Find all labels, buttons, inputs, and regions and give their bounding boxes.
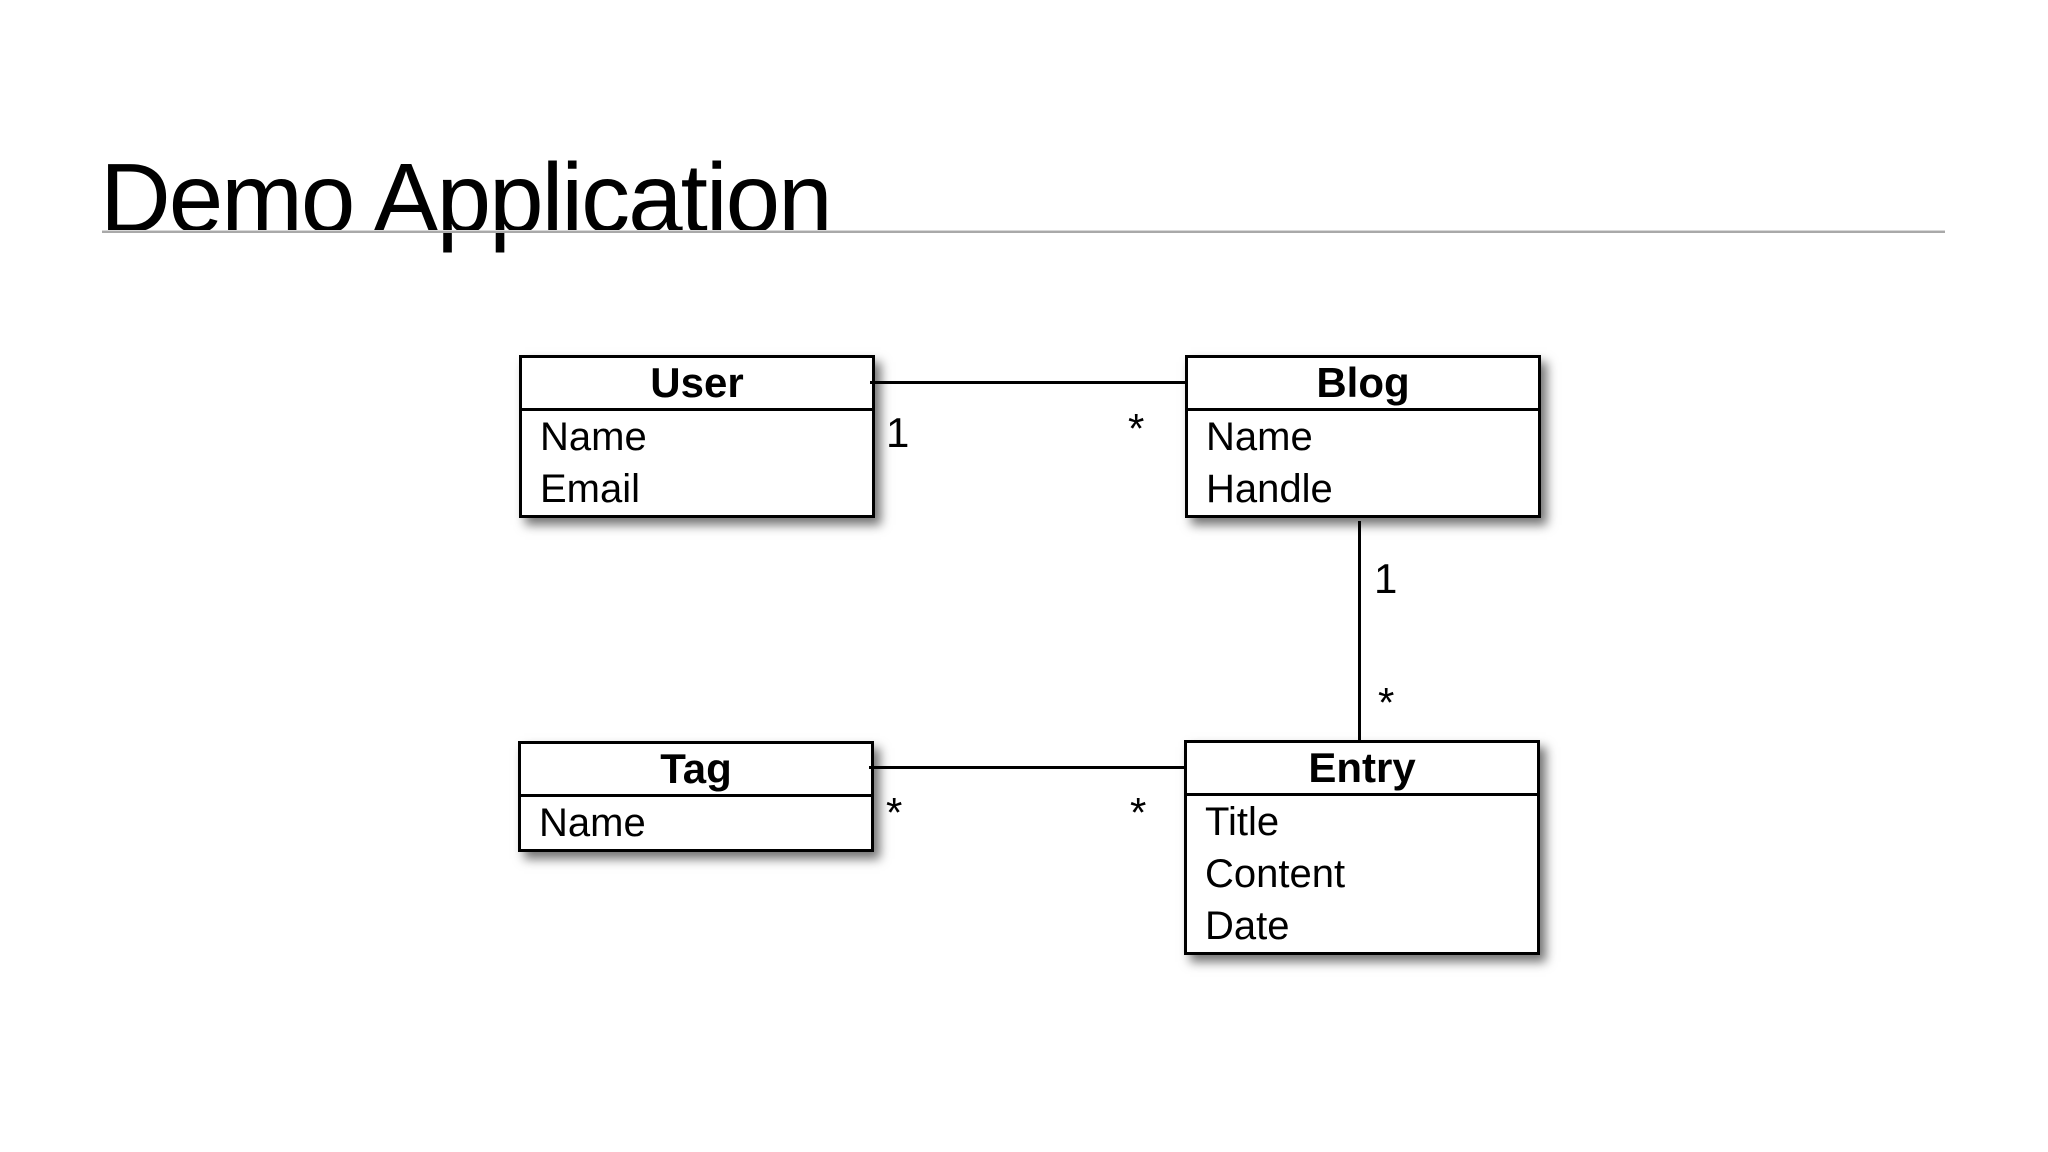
entity-entry-attribute: Date bbox=[1205, 904, 1290, 948]
relationship-line-blog-entry bbox=[1358, 521, 1361, 740]
cardinality-user-blog-from: 1 bbox=[886, 409, 910, 456]
entity-entry-attribute: Content bbox=[1205, 852, 1346, 896]
title-divider bbox=[102, 230, 1945, 233]
entity-entry-attribute: Title bbox=[1205, 800, 1280, 844]
entity-box-user: User Name Email bbox=[519, 355, 875, 518]
cardinality-blog-entry-to: * bbox=[1378, 679, 1395, 726]
entity-box-blog: Blog Name Handle bbox=[1185, 355, 1541, 518]
entity-tag-attribute: Name bbox=[539, 801, 646, 845]
relationship-line-user-blog bbox=[870, 381, 1185, 384]
entity-user-attribute: Email bbox=[540, 467, 641, 511]
entity-entry-title: Entry bbox=[1187, 743, 1537, 796]
entity-box-tag: Tag Name bbox=[518, 741, 874, 852]
entity-blog-attribute: Name bbox=[1206, 415, 1313, 459]
entity-tag-title: Tag bbox=[521, 744, 871, 797]
entity-box-entry: Entry Title Content Date bbox=[1184, 740, 1540, 955]
cardinality-user-blog-to: * bbox=[1128, 405, 1145, 452]
cardinality-tag-entry-to: * bbox=[1130, 789, 1147, 836]
entity-user-attribute: Name bbox=[540, 415, 647, 459]
cardinality-blog-entry-from: 1 bbox=[1374, 555, 1398, 602]
relationship-line-tag-entry bbox=[869, 766, 1184, 769]
entity-blog-title: Blog bbox=[1188, 358, 1538, 411]
page-title: Demo Application bbox=[100, 142, 833, 253]
cardinality-tag-entry-from: * bbox=[886, 789, 903, 836]
entity-user-title: User bbox=[522, 358, 872, 411]
entity-blog-attribute: Handle bbox=[1206, 467, 1333, 511]
